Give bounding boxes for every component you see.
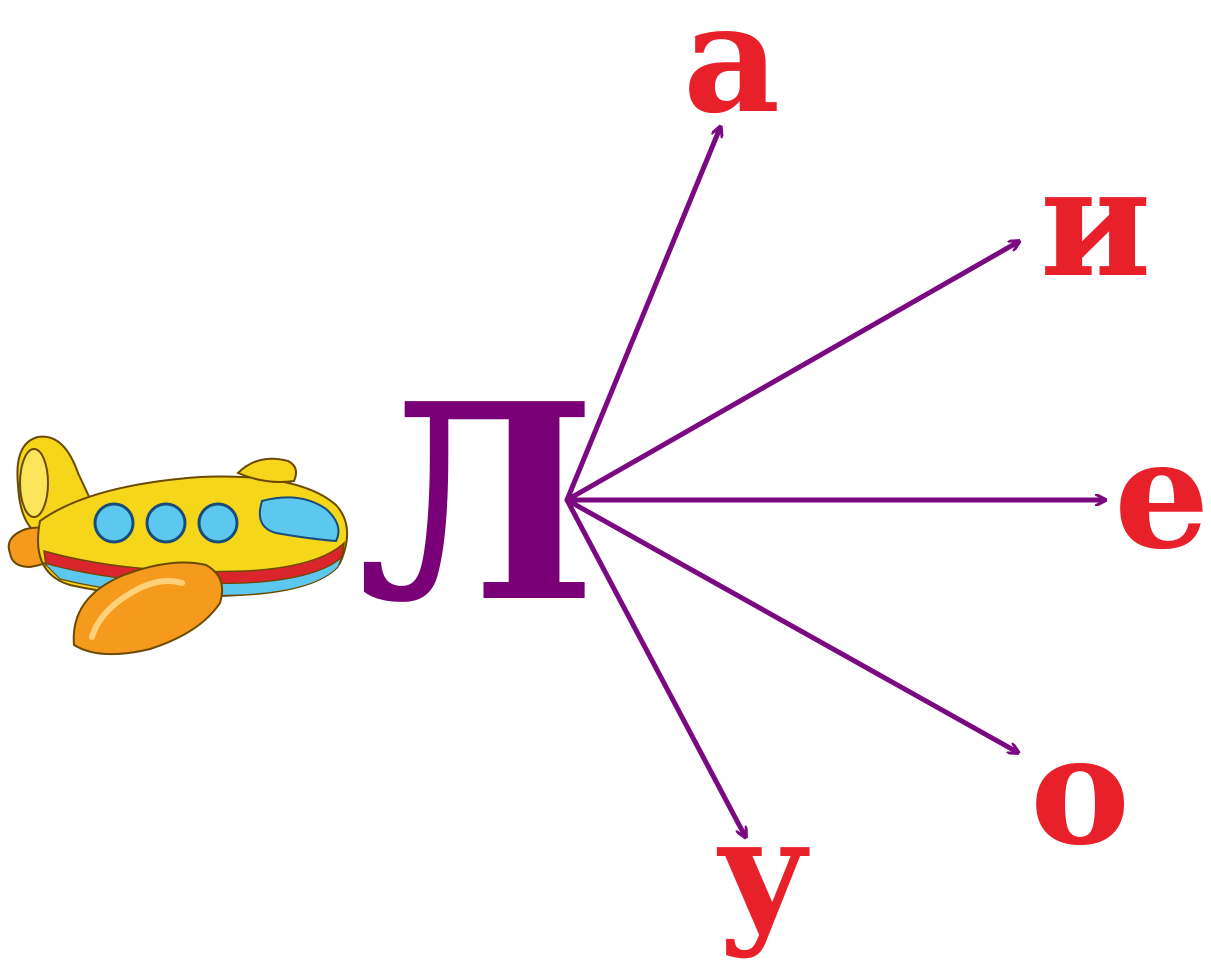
center-letter: Л xyxy=(358,344,597,662)
arrow-to-a xyxy=(564,128,720,503)
arrow-to-i xyxy=(564,242,1018,503)
airplane-icon xyxy=(7,435,349,656)
target-letter-o: о xyxy=(1030,703,1131,879)
arrow-to-o xyxy=(564,497,1017,752)
target-letter-i: и xyxy=(1040,135,1152,311)
target-letter-u: у xyxy=(715,785,812,961)
arrow-to-u xyxy=(564,497,745,836)
target-letter-a: а xyxy=(683,0,781,147)
target-letter-e: е xyxy=(1114,407,1210,583)
